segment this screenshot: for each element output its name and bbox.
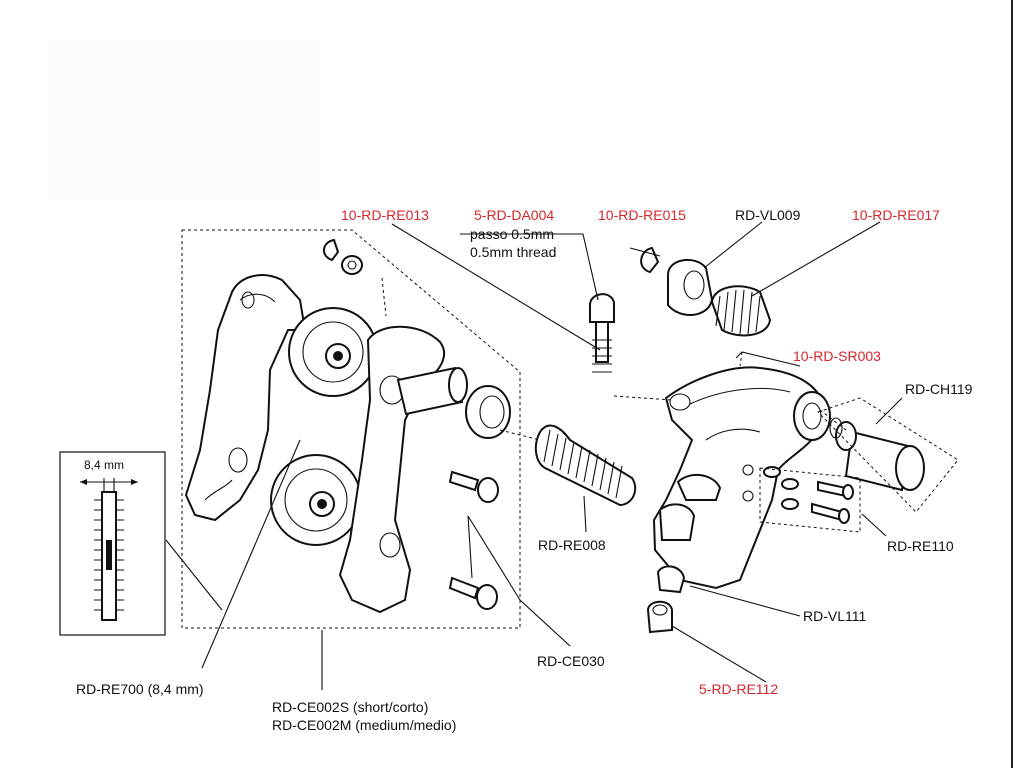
lower-jockey-pulley — [270, 454, 362, 546]
label-rd-re110: RD-RE110 — [887, 538, 954, 554]
cable-clamp-screw — [646, 600, 673, 634]
label-rd-ce030: RD-CE030 — [537, 653, 605, 669]
faint-background-panel — [50, 40, 320, 200]
label-thread: 0.5mm thread — [470, 244, 557, 260]
label-10-rd-re017: 10-RD-RE017 — [852, 207, 940, 223]
label-rd-re008: RD-RE008 — [538, 537, 606, 553]
pivot-circlip — [829, 417, 843, 439]
pivot-bushing — [465, 385, 511, 439]
outer-cage-plate — [184, 274, 307, 522]
cable-adjust-bolt — [589, 293, 615, 373]
cage-bolt-upper — [448, 470, 499, 503]
circlip — [323, 238, 340, 262]
label-rd-ch119: RD-CH119 — [905, 381, 973, 397]
label-rd-vl111: RD-VL111 — [803, 608, 867, 624]
cage-assembly-outline — [181, 229, 521, 629]
label-rd-ce002m: RD-CE002M (medium/medio) — [272, 717, 457, 733]
label-rd-vl009: RD-VL009 — [735, 207, 801, 223]
cage-pivot-axle — [396, 366, 468, 416]
limit-screw-set — [763, 466, 854, 524]
cage-tension-spring — [534, 424, 637, 507]
right-frame-edge — [1011, 0, 1013, 768]
label-rd-re700: RD-RE700 (8,4 mm) — [76, 681, 204, 697]
label-10-rd-sr003: 10-RD-SR003 — [793, 348, 881, 364]
label-pulley-width: 8,4 mm — [84, 458, 125, 472]
label-5-rd-da004: 5-RD-DA004 — [474, 207, 555, 223]
label-5-rd-re112: 5-RD-RE112 — [699, 681, 779, 697]
b-tension-spring — [710, 285, 772, 337]
label-passo: passo 0.5mm — [470, 226, 555, 242]
label-10-rd-re015: 10-RD-RE015 — [598, 207, 686, 223]
label-10-rd-re013: 10-RD-RE013 — [341, 207, 429, 223]
pulley-profile — [94, 491, 124, 621]
leader-lines — [165, 221, 903, 690]
main-pivot-pin — [835, 421, 925, 492]
cable-guide — [656, 565, 686, 594]
spring-barrel — [667, 259, 714, 317]
upper-jockey-pulley — [288, 307, 378, 397]
derailleur-body — [652, 366, 831, 590]
label-rd-ce002s: RD-CE002S (short/corto) — [272, 699, 429, 715]
inner-cage-plate — [338, 325, 445, 614]
screw-set-outline — [759, 467, 861, 533]
washer — [341, 255, 363, 275]
cage-bolt-lower — [448, 576, 498, 610]
